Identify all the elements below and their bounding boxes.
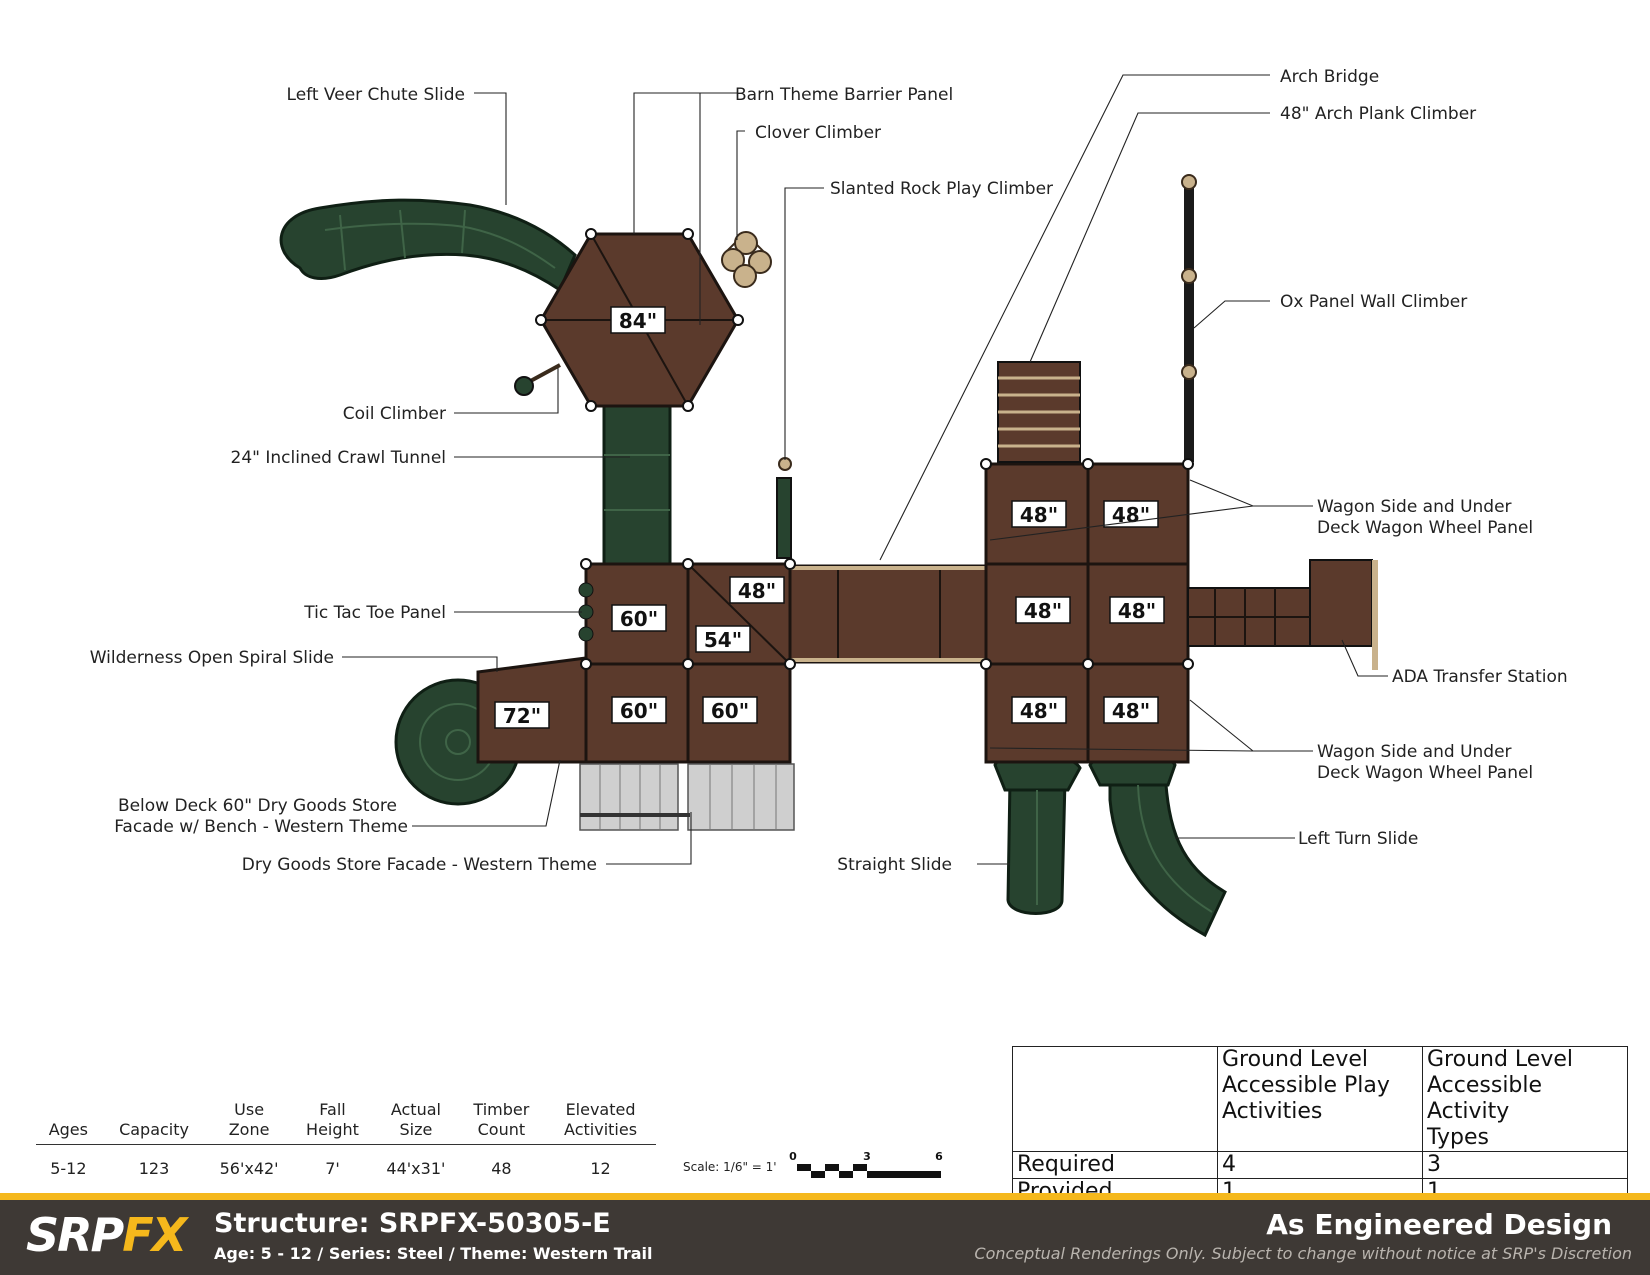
dry-goods-facade bbox=[579, 763, 795, 831]
structure-title: Structure: SRPFX-50305-E bbox=[214, 1208, 611, 1239]
deck-tag-48-tri: 48" bbox=[738, 579, 776, 603]
spec-value-ages: 5-12 bbox=[50, 1159, 87, 1178]
arch-plank-climber bbox=[997, 361, 1081, 463]
spec-header-ages: Ages bbox=[36, 1100, 101, 1145]
disclaimer: Conceptual Renderings Only. Subject to c… bbox=[974, 1244, 1632, 1263]
scale-bar: Scale: 1/6" = 1' 0 3 6 bbox=[683, 1152, 953, 1182]
label-wagon-panel-bottom-1: Wagon Side and Under bbox=[1317, 742, 1512, 762]
left-turn-slide bbox=[1088, 750, 1227, 938]
scale-tick-3: 3 bbox=[863, 1152, 871, 1163]
access-required-play: 4 bbox=[1217, 1151, 1423, 1179]
label-ox-panel-wall-climber: Ox Panel Wall Climber bbox=[1280, 292, 1467, 312]
spec-value-fall-height: 7' bbox=[325, 1159, 340, 1178]
label-wilderness-spiral-slide: Wilderness Open Spiral Slide bbox=[90, 648, 334, 668]
access-header-blank bbox=[1012, 1046, 1218, 1152]
scale-label: Scale: 1/6" = 1' bbox=[683, 1160, 777, 1174]
scale-tick-0: 0 bbox=[789, 1152, 797, 1163]
ox-panel-wall-climber bbox=[1181, 174, 1197, 462]
label-wagon-panel-bottom-2: Deck Wagon Wheel Panel bbox=[1317, 763, 1533, 783]
deck-tag-r2c1: 48" bbox=[1024, 599, 1062, 623]
inclined-crawl-tunnel bbox=[602, 393, 672, 572]
clover-climber bbox=[721, 231, 772, 288]
label-below-deck-facade-2: Facade w/ Bench - Western Theme bbox=[114, 817, 408, 837]
slanted-rock-play-climber bbox=[776, 457, 792, 559]
tic-tac-toe-panel bbox=[578, 582, 594, 642]
ada-transfer-station bbox=[1187, 559, 1378, 670]
label-ada-transfer-station: ADA Transfer Station bbox=[1392, 667, 1568, 687]
label-arch-bridge: Arch Bridge bbox=[1280, 67, 1379, 87]
spec-value-elevated-activities: 12 bbox=[590, 1159, 611, 1178]
footer-accent-stripe bbox=[0, 1193, 1650, 1200]
label-clover-climber: Clover Climber bbox=[755, 123, 881, 143]
deck-tag-60-top: 60" bbox=[620, 607, 658, 631]
component-labels: Left Veer Chute Slide Barn Theme Barrier… bbox=[90, 67, 1568, 875]
deck-tag-72: 72" bbox=[503, 704, 541, 728]
coil-climber bbox=[514, 363, 561, 396]
access-required-types: 3 bbox=[1422, 1151, 1628, 1179]
scale-bar-graphic: 0 3 6 bbox=[789, 1152, 943, 1178]
label-tic-tac-toe-panel: Tic Tac Toe Panel bbox=[303, 603, 446, 623]
deck-tag-r3c1: 48" bbox=[1020, 699, 1058, 723]
label-wagon-panel-top-2: Deck Wagon Wheel Panel bbox=[1317, 518, 1533, 538]
access-row-required: Required 4 3 bbox=[1012, 1151, 1628, 1179]
deck-posts bbox=[535, 228, 1194, 670]
label-dry-goods-facade: Dry Goods Store Facade - Western Theme bbox=[242, 855, 597, 875]
scale-tick-6: 6 bbox=[935, 1152, 943, 1163]
deck-tag-r3c2: 48" bbox=[1112, 699, 1150, 723]
spec-value-actual-size: 44'x31' bbox=[386, 1159, 446, 1178]
footer-bar: SRPFX Structure: SRPFX-50305-E Age: 5 - … bbox=[0, 1200, 1650, 1275]
spec-value-row: 5-12 123 56'x42' 7' 44'x31' 48 12 bbox=[36, 1145, 656, 1180]
label-inclined-crawl-tunnel: 24" Inclined Crawl Tunnel bbox=[231, 448, 446, 468]
deck-tag-54-tri: 54" bbox=[704, 628, 742, 652]
leader-lines bbox=[342, 74, 1388, 865]
label-coil-climber: Coil Climber bbox=[343, 404, 446, 424]
label-barn-theme-barrier-panel: Barn Theme Barrier Panel bbox=[735, 85, 953, 105]
srpfx-logo: SRPFX bbox=[26, 1208, 187, 1262]
design-title: As Engineered Design bbox=[1266, 1208, 1612, 1241]
label-below-deck-facade-1: Below Deck 60" Dry Goods Store bbox=[118, 796, 397, 816]
arch-bridge bbox=[788, 564, 990, 664]
deck-height-tags: 84" 60" 48" 54" 72" 60" 60" 48" 48" 48" … bbox=[494, 306, 1165, 729]
deck-tag-60-br: 60" bbox=[711, 699, 749, 723]
structure-subtitle: Age: 5 - 12 / Series: Steel / Theme: Wes… bbox=[214, 1244, 653, 1263]
label-left-turn-slide: Left Turn Slide bbox=[1298, 829, 1418, 849]
spec-header-capacity: Capacity bbox=[100, 1100, 208, 1145]
straight-slide bbox=[993, 752, 1082, 915]
access-label-required: Required bbox=[1012, 1151, 1218, 1179]
label-left-veer-chute-slide: Left Veer Chute Slide bbox=[287, 85, 465, 105]
label-arch-plank-climber: 48" Arch Plank Climber bbox=[1280, 104, 1476, 124]
spec-value-capacity: 123 bbox=[138, 1159, 170, 1178]
label-slanted-rock-play-climber: Slanted Rock Play Climber bbox=[830, 179, 1053, 199]
spec-value-use-zone: 56'x42' bbox=[219, 1159, 279, 1178]
deck-tag-r2c2: 48" bbox=[1118, 599, 1156, 623]
deck-tag-60-bl: 60" bbox=[620, 699, 658, 723]
spec-value-timber-count: 48 bbox=[491, 1159, 512, 1178]
deck-tag-84: 84" bbox=[619, 309, 657, 333]
left-veer-chute-slide bbox=[279, 198, 577, 293]
deck-tag-r1c1: 48" bbox=[1020, 503, 1058, 527]
label-wagon-panel-top-1: Wagon Side and Under bbox=[1317, 497, 1512, 517]
label-straight-slide: Straight Slide bbox=[837, 855, 952, 875]
